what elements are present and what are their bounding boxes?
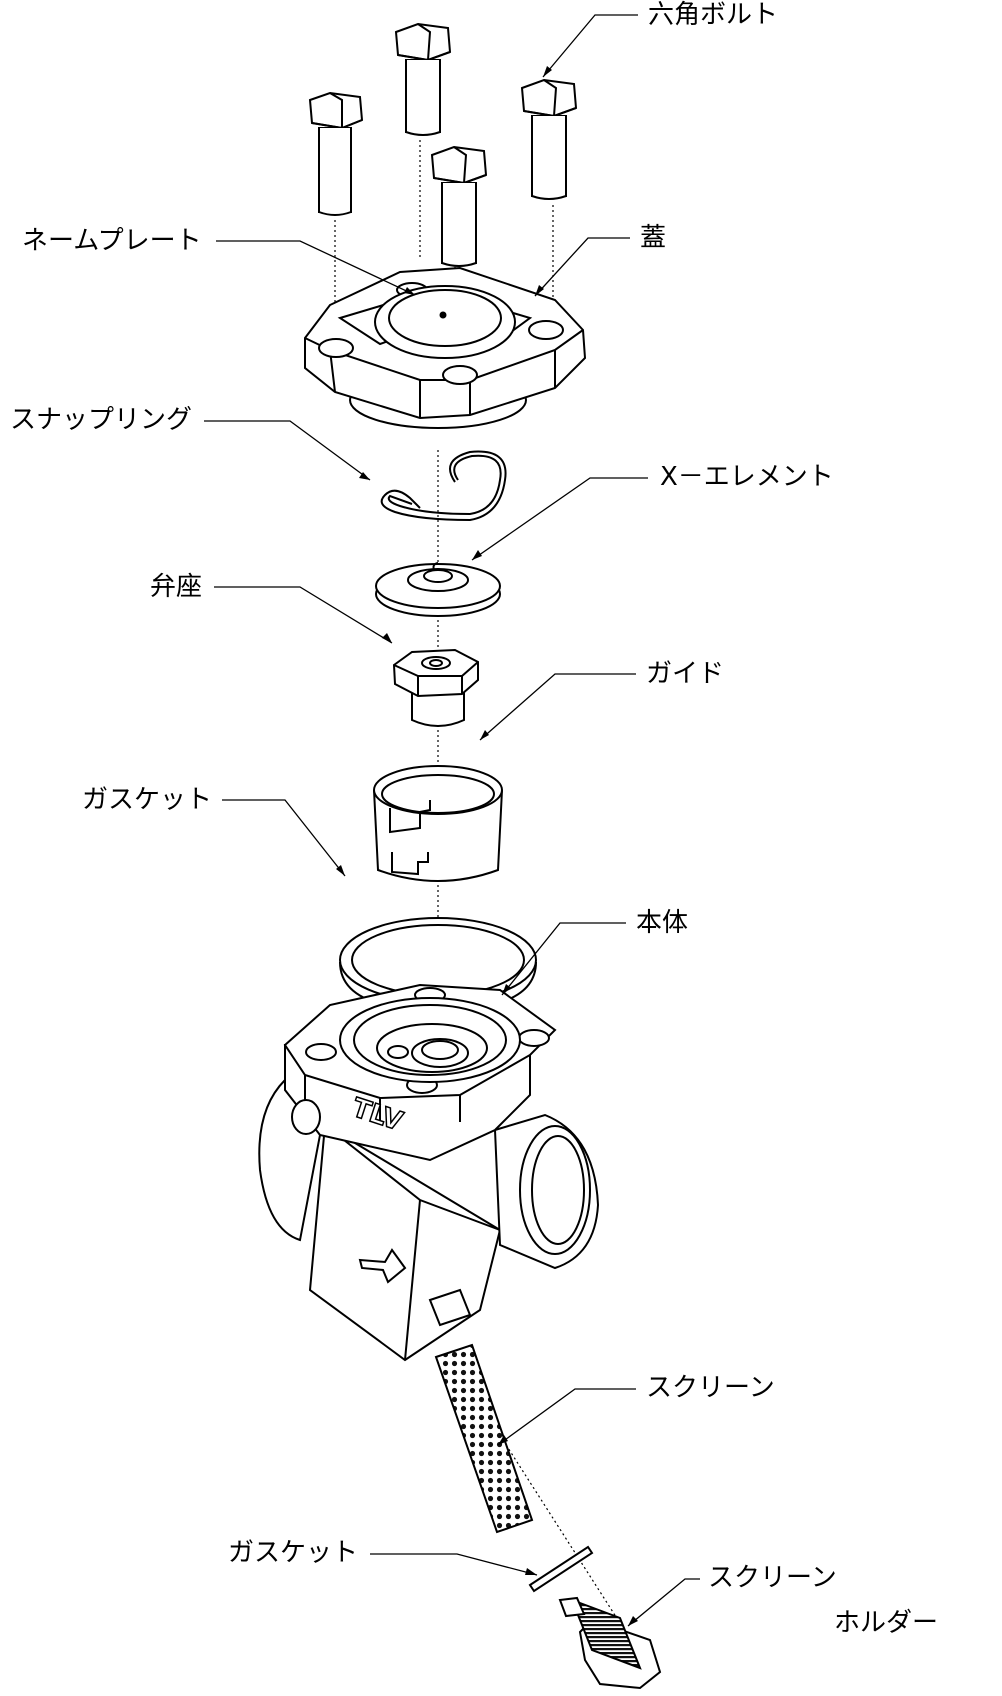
leader-lines xyxy=(204,14,700,1627)
hex-bolt-3 xyxy=(520,78,578,200)
label-cover: 蓋 xyxy=(640,223,667,253)
label-gasket-top: ガスケット xyxy=(82,785,213,815)
valve-seat-part xyxy=(392,648,479,727)
hex-bolt-4 xyxy=(430,145,488,267)
gasket-bottom-part xyxy=(528,1545,594,1593)
hex-bolt-2 xyxy=(394,22,452,136)
label-screen-holder-line2: ホルダー xyxy=(834,1608,939,1638)
label-guide: ガイド xyxy=(646,659,725,689)
cover-part xyxy=(304,266,587,429)
body-part xyxy=(258,983,600,1362)
screen-part xyxy=(434,1343,534,1534)
label-gasket-bottom: ガスケット xyxy=(228,1538,359,1568)
label-hex-bolt: 六角ボルト xyxy=(648,0,779,30)
label-screen: スクリーン xyxy=(646,1373,775,1403)
guide-part xyxy=(373,765,503,882)
label-x-element: X－エレメント xyxy=(660,462,834,492)
label-snap-ring: スナップリング xyxy=(10,405,193,435)
hex-bolt-1 xyxy=(308,91,364,216)
label-valve-seat: 弁座 xyxy=(150,572,203,602)
snap-ring-part xyxy=(380,450,507,522)
x-element-part xyxy=(375,562,501,617)
label-name-plate: ネームプレート xyxy=(22,226,202,256)
name-plate-disc xyxy=(388,289,502,347)
label-screen-holder-line1: スクリーン xyxy=(708,1563,837,1593)
leader-arrowheads xyxy=(336,66,638,1626)
label-body: 本体 xyxy=(636,908,689,938)
screen-holder-part xyxy=(558,1596,662,1690)
